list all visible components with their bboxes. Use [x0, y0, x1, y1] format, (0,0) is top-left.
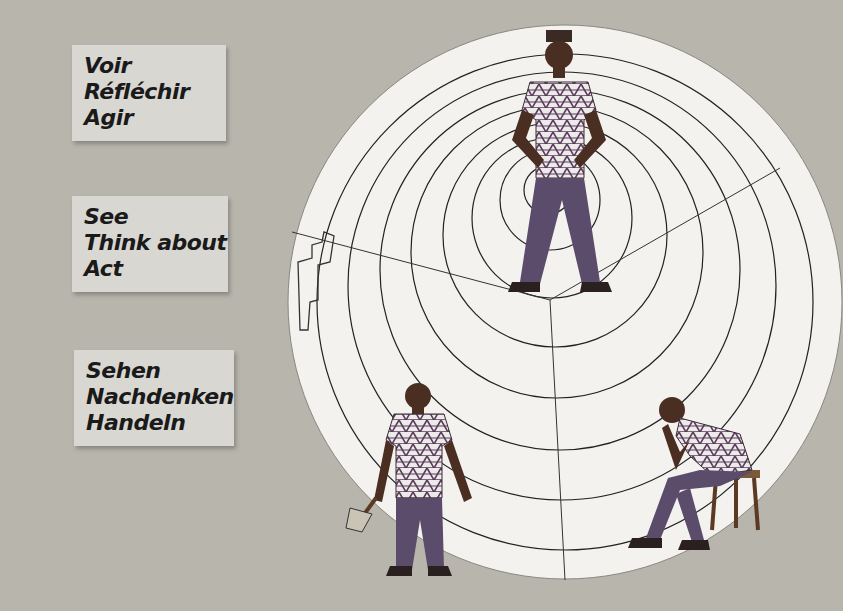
word-card: VoirRéfléchirAgir	[72, 45, 226, 141]
card-word: Réfléchir	[84, 79, 214, 105]
outer-disc	[288, 25, 842, 579]
word-card: SehenNachdenkenHandeln	[74, 350, 234, 446]
card-word: Nachdenken	[86, 384, 222, 410]
card-word: Act	[84, 256, 216, 282]
working-figure	[346, 383, 472, 576]
card-word: Agir	[84, 105, 214, 131]
standing-figure	[508, 30, 612, 292]
card-word: Think about	[84, 230, 216, 256]
card-word: Sehen	[86, 358, 222, 384]
building-outline	[298, 232, 334, 330]
sector-lines	[292, 168, 780, 580]
spiral-rings	[317, 54, 813, 550]
card-word: See	[84, 204, 216, 230]
card-word: Voir	[84, 53, 214, 79]
thinking-figure	[628, 397, 760, 550]
word-card: SeeThink aboutAct	[72, 196, 228, 292]
card-word: Handeln	[86, 410, 222, 436]
